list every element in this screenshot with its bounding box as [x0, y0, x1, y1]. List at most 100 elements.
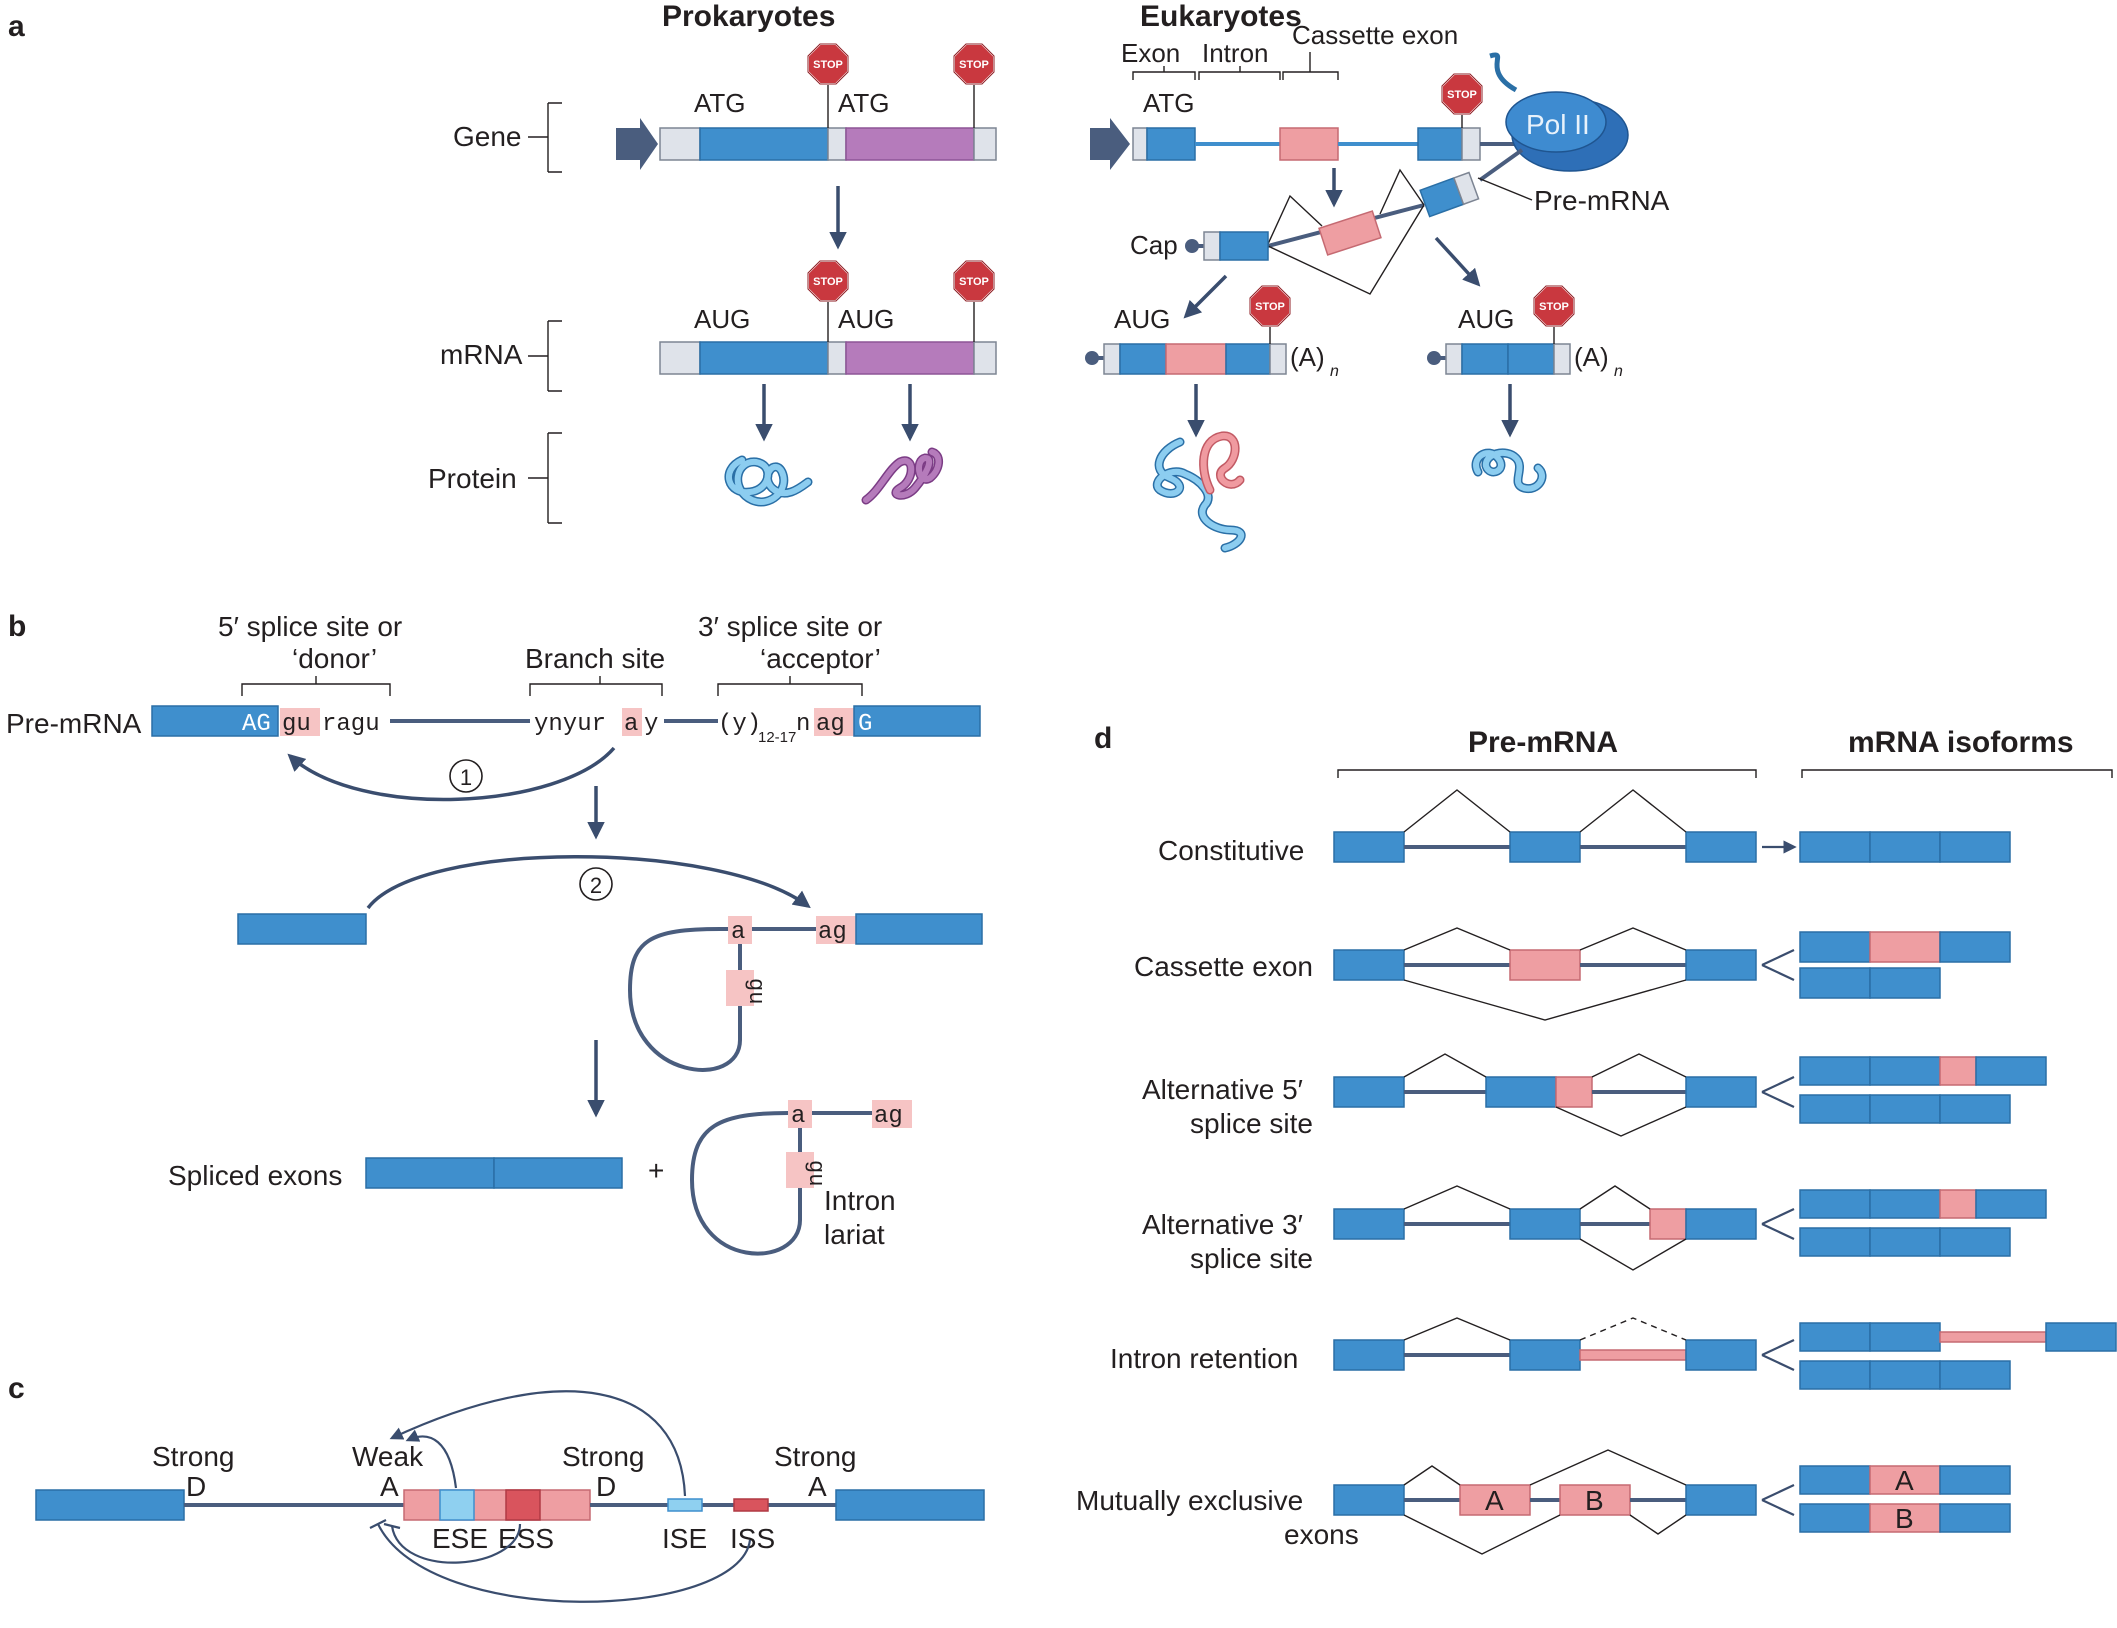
aug-label-2: AUG — [838, 304, 894, 334]
svg-text:STOP: STOP — [959, 276, 989, 288]
stop-sign-icon: STOP — [807, 260, 849, 302]
cassette-exon — [1279, 127, 1339, 161]
donor-label-2: ‘donor’ — [292, 643, 377, 674]
exon-3 — [1417, 127, 1463, 161]
exon-label: Exon — [1121, 38, 1180, 68]
cassette-exon-label: Cassette exon — [1292, 20, 1458, 50]
free-exon-1 — [237, 913, 367, 945]
exon-1 — [1146, 127, 1196, 161]
d-label-1: D — [186, 1471, 206, 1502]
stop-sign-icon: STOP — [1533, 285, 1575, 327]
strong-label-3: Strong — [774, 1441, 857, 1472]
svg-text:n: n — [796, 711, 810, 738]
svg-text:gu: gu — [803, 1160, 828, 1186]
intron-lariat-label-2: lariat — [824, 1219, 885, 1250]
mrna-label: mRNA — [440, 339, 523, 370]
svg-text:n: n — [1614, 363, 1623, 380]
svg-text:(y): (y) — [718, 711, 761, 738]
spliced-exon-1 — [365, 1157, 495, 1189]
panel-label-c: c — [8, 1372, 25, 1405]
eukaryotes-header: Eukaryotes — [1140, 0, 1302, 33]
svg-text:gu: gu — [743, 978, 768, 1004]
protein-label: Protein — [428, 463, 517, 494]
gene-label: Gene — [453, 121, 522, 152]
donor-label-1: 5′ splice site or — [218, 611, 402, 642]
utr-3 — [973, 127, 997, 161]
row-label-mutex-2: exons — [1284, 1519, 1359, 1550]
polya-1: (A) — [1290, 342, 1325, 372]
atg-label-1: ATG — [694, 88, 746, 118]
row-label-cassette: Cassette exon — [1134, 951, 1313, 982]
gene-orf-1 — [699, 127, 829, 161]
iss-label: ISS — [730, 1523, 775, 1554]
stop-sign-icon: STOP — [807, 43, 849, 85]
svg-text:y: y — [644, 711, 658, 738]
cap-icon — [1085, 351, 1099, 365]
ise-box — [667, 1498, 703, 1512]
d-label-2: D — [596, 1471, 616, 1502]
panel-b: b 5′ splice site or ‘donor’ Branch site … — [6, 610, 983, 1256]
mrna-orf-2 — [845, 341, 975, 375]
svg-text:A: A — [1895, 1465, 1914, 1496]
panel-label-a: a — [8, 10, 25, 43]
stop-sign-icon: STOP — [1249, 285, 1291, 327]
gene-orf-2 — [845, 127, 975, 161]
row-label-constitutive: Constitutive — [1158, 835, 1304, 866]
row-label-alt3-2: splice site — [1190, 1243, 1313, 1274]
pre-mrna-label-b: Pre-mRNA — [6, 708, 142, 739]
row-label-intron-retention: Intron retention — [1110, 1343, 1298, 1374]
svg-text:G: G — [858, 711, 872, 738]
svg-text:a: a — [624, 711, 638, 738]
a-label-1: A — [380, 1471, 399, 1502]
atg-label-2: ATG — [838, 88, 890, 118]
c-exon-3 — [835, 1489, 985, 1521]
d-pre-mrna-header: Pre-mRNA — [1468, 726, 1618, 759]
mrna-bracket — [528, 320, 562, 392]
intron-lariat-label-1: Intron — [824, 1185, 896, 1216]
spliced-exon-2 — [493, 1157, 623, 1189]
svg-text:STOP: STOP — [1447, 89, 1477, 101]
pre-mrna-exon-1 — [1219, 231, 1269, 261]
cap-icon — [1427, 351, 1441, 365]
svg-text:gu: gu — [282, 711, 311, 738]
cap-label: Cap — [1130, 230, 1178, 260]
pre-mrna-label: Pre-mRNA — [1534, 185, 1670, 216]
stop-sign-icon: STOP — [953, 43, 995, 85]
c-middle-exon — [403, 1489, 591, 1521]
aug-label-euk-1: AUG — [1114, 304, 1170, 334]
prokaryotes-header: Prokaryotes — [662, 0, 835, 33]
aug-label-euk-2: AUG — [1458, 304, 1514, 334]
d-mrna-isoforms-header: mRNA isoforms — [1848, 726, 2074, 759]
svg-text:ynyur: ynyur — [534, 711, 606, 738]
pre-mrna-exon-3 — [1419, 171, 1480, 218]
cap-icon — [1185, 239, 1199, 253]
gene-bracket — [528, 102, 562, 173]
svg-text:STOP: STOP — [959, 59, 989, 71]
exon-b-label: B — [1585, 1485, 1604, 1516]
promoter-arrow-icon — [616, 118, 658, 170]
plus-sign: + — [648, 1155, 664, 1186]
svg-text:n: n — [1330, 363, 1339, 380]
stop-sign-icon: STOP — [1441, 73, 1483, 115]
protein-bracket — [528, 432, 562, 524]
spliced-exons-label: Spliced exons — [168, 1160, 342, 1191]
step-1: 1 — [460, 765, 472, 790]
row-label-alt3: Alternative 3′ — [1142, 1209, 1303, 1240]
ise-label: ISE — [662, 1523, 707, 1554]
panel-d: d Pre-mRNA mRNA isoforms Constitutive Ca… — [1076, 722, 2117, 1555]
strong-label-1: Strong — [152, 1441, 235, 1472]
svg-text:STOP: STOP — [813, 59, 843, 71]
svg-text:ag: ag — [816, 711, 845, 738]
atg-label-euk: ATG — [1143, 88, 1195, 118]
svg-text:AG: AG — [242, 711, 271, 738]
row-label-alt5-2: splice site — [1190, 1108, 1313, 1139]
panel-label-d: d — [1094, 722, 1112, 755]
svg-text:ragu: ragu — [322, 711, 380, 738]
pre-mrna-cassette — [1318, 210, 1382, 256]
utr-5 — [659, 127, 701, 161]
svg-text:ag: ag — [874, 1103, 903, 1130]
svg-text:12-17: 12-17 — [758, 729, 796, 746]
exon-3prime — [853, 705, 981, 737]
ese-box — [439, 1489, 475, 1521]
svg-text:B: B — [1895, 1503, 1914, 1534]
